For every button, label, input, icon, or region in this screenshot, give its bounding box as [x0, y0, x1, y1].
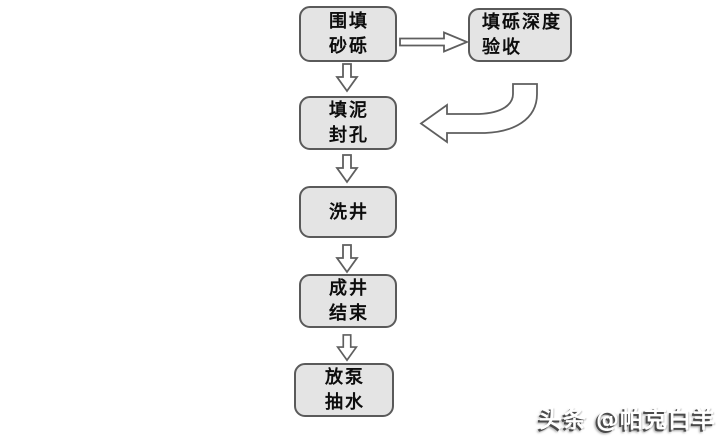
- down-arrow-icon: [335, 63, 359, 93]
- node-label-line: 围填: [329, 11, 369, 32]
- node-label-line: 抽水: [325, 392, 365, 413]
- node-label-line: 验收: [482, 37, 522, 58]
- down-arrow-icon: [336, 334, 358, 362]
- node-label-line: 放泵: [325, 367, 365, 388]
- node-label-line: 结束: [329, 303, 369, 324]
- node-label-line: 填砾深度: [482, 12, 562, 33]
- node-label-line: 填泥: [329, 100, 369, 121]
- node-label-line: 砂砾: [329, 36, 369, 57]
- node-label-line: 封孔: [329, 125, 369, 146]
- node-backfill-gravel: 围填 砂砾: [299, 6, 397, 62]
- node-label-line: 成井: [329, 278, 369, 299]
- node-well-completion: 成井 结束: [299, 274, 397, 328]
- node-gravel-depth-acceptance: 填砾深度 验收: [468, 8, 572, 62]
- down-arrow-icon: [335, 154, 359, 184]
- down-arrow-icon: [335, 244, 359, 274]
- node-mud-sealing: 填泥 封孔: [299, 96, 397, 150]
- right-arrow-icon: [399, 31, 469, 53]
- node-pump-water: 放泵 抽水: [294, 363, 394, 417]
- watermark: 头条 @帕克白羊: [538, 407, 716, 433]
- node-label-line: 洗井: [329, 201, 369, 223]
- curved-return-arrow-icon: [419, 83, 538, 144]
- node-well-washing: 洗井: [299, 186, 397, 238]
